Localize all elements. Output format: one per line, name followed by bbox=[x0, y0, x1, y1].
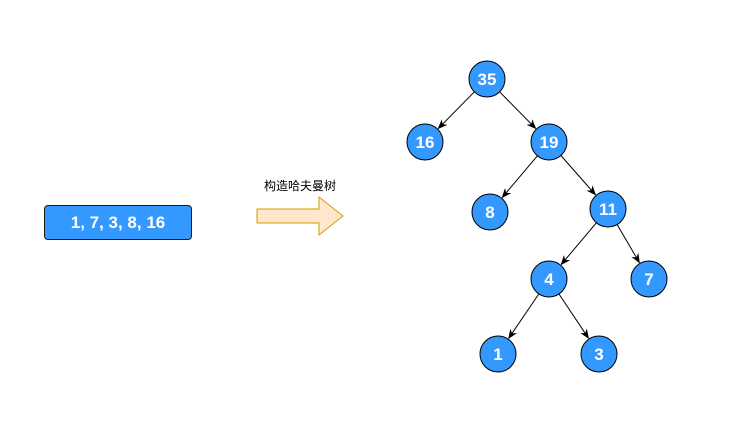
tree-node-label: 4 bbox=[544, 270, 554, 289]
tree-node-circle bbox=[530, 260, 568, 298]
tree-edge-35-19 bbox=[499, 91, 537, 130]
tree-node-3: 3 bbox=[580, 335, 618, 373]
tree-edge-4-3 bbox=[558, 293, 590, 340]
tree-edge-35-16 bbox=[437, 91, 475, 130]
tree-node-circle bbox=[530, 123, 568, 161]
tree-node-4: 4 bbox=[530, 260, 568, 298]
tree-node-circle bbox=[406, 123, 444, 161]
tree-node-8: 8 bbox=[471, 193, 509, 231]
tree-edge-19-8 bbox=[501, 155, 538, 199]
tree-edge-11-4 bbox=[560, 222, 597, 266]
arrow-label: 构造哈夫曼树 bbox=[263, 179, 336, 193]
tree-node-label: 35 bbox=[478, 70, 497, 89]
input-values-box: 1, 7, 3, 8, 16 bbox=[44, 205, 192, 240]
tree-node-11: 11 bbox=[589, 190, 627, 228]
input-values-text: 1, 7, 3, 8, 16 bbox=[70, 212, 166, 232]
tree-edge-4-1 bbox=[508, 293, 540, 340]
tree-node-1: 1 bbox=[479, 335, 517, 373]
tree-node-label: 8 bbox=[485, 203, 494, 222]
tree-node-circle bbox=[468, 60, 506, 98]
tree-node-7: 7 bbox=[630, 260, 668, 298]
tree-node-circle bbox=[471, 193, 509, 231]
tree-node-label: 19 bbox=[540, 133, 559, 152]
tree-node-circle bbox=[589, 190, 627, 228]
tree-node-16: 16 bbox=[406, 123, 444, 161]
tree-node-35: 35 bbox=[468, 60, 506, 98]
tree-node-label: 1 bbox=[493, 345, 502, 364]
tree-edge-11-7 bbox=[616, 224, 640, 264]
tree-node-19: 19 bbox=[530, 123, 568, 161]
tree-node-label: 3 bbox=[594, 345, 603, 364]
tree-node-label: 16 bbox=[416, 133, 435, 152]
tree-edge-19-11 bbox=[560, 155, 597, 196]
tree-node-circle bbox=[630, 260, 668, 298]
block-arrow-icon bbox=[256, 195, 344, 237]
tree-node-label: 7 bbox=[644, 270, 653, 289]
tree-node-label: 11 bbox=[599, 200, 617, 219]
tree-node-circle bbox=[479, 335, 517, 373]
tree-node-circle bbox=[580, 335, 618, 373]
